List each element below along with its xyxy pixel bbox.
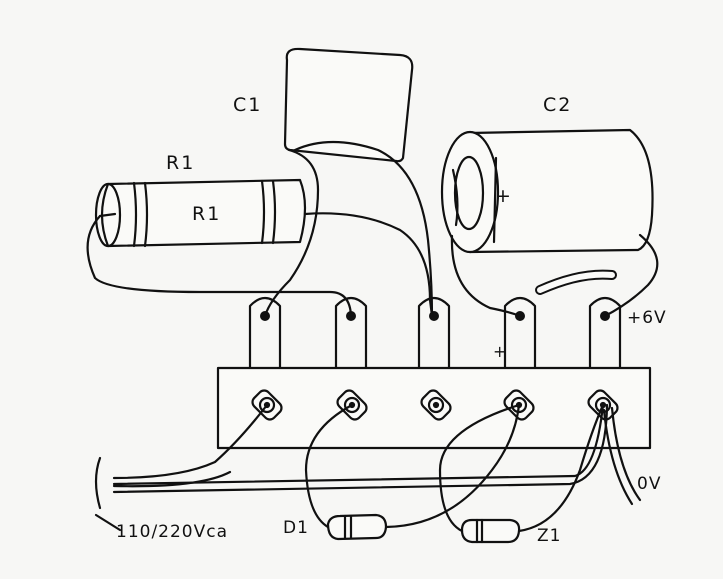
lug-5	[588, 296, 622, 370]
mains-cable	[112, 403, 642, 506]
c1-lead-left	[293, 140, 434, 318]
z1-lead-b	[517, 403, 605, 533]
c1-lead-right	[263, 148, 320, 318]
z1-label: Z1	[537, 526, 562, 546]
terminal-lugs	[248, 296, 622, 370]
d1-label: D1	[283, 518, 309, 538]
r1-lead-left	[86, 214, 353, 318]
terminal-polarity-mark: +	[493, 342, 509, 361]
lug-3	[417, 296, 451, 370]
cable-end-bracket	[94, 456, 102, 510]
r1-resistor	[94, 178, 307, 248]
d1-lead-b	[384, 403, 521, 529]
lug-4	[503, 296, 537, 370]
c2-polarity-mark: +	[495, 185, 513, 207]
mains-label: 110/220Vca	[116, 522, 229, 542]
d1-lead-a	[304, 403, 354, 529]
c2-lead-minus	[603, 233, 659, 318]
c1-label: C1	[233, 94, 263, 116]
r1-outer-label: R1	[166, 152, 196, 174]
d1-diode	[326, 513, 388, 541]
r1-inner-label: R1	[192, 203, 222, 225]
lug-1	[248, 296, 282, 370]
plus-6v-label: +6V	[627, 308, 667, 328]
c1-capacitor	[283, 47, 414, 163]
r1-lead-right	[303, 212, 434, 318]
z1-zener	[460, 518, 521, 544]
c2-label: C2	[543, 94, 573, 116]
terminal-strip	[216, 366, 652, 450]
c2-capacitor	[440, 128, 654, 254]
zero-v-label: 0V	[637, 474, 662, 494]
z1-lead-a	[438, 403, 521, 533]
mains-label-pointer	[94, 513, 122, 532]
c2-lead-plus	[450, 234, 522, 318]
lug-2	[334, 296, 368, 370]
